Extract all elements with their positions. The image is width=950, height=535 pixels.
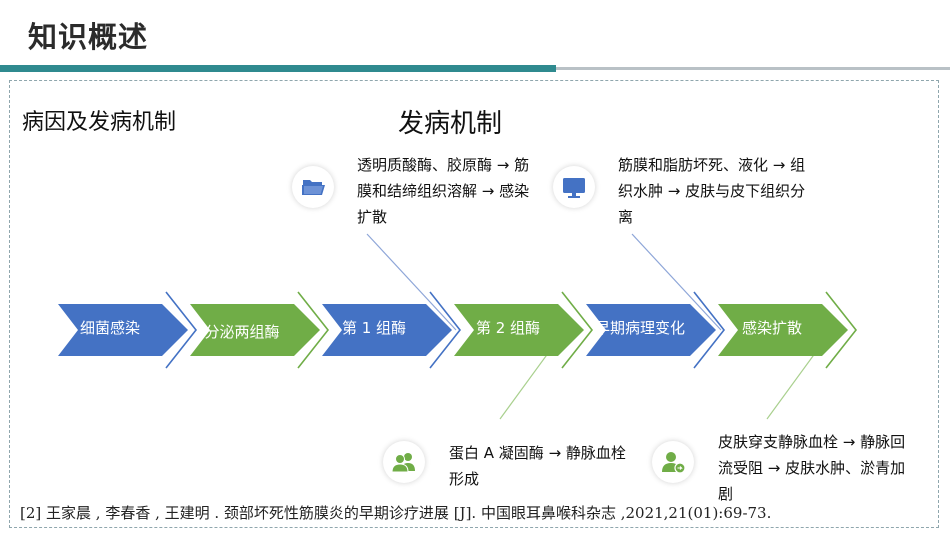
- chevron-stage-6: [718, 304, 848, 356]
- chevron-outline-3: [429, 291, 462, 369]
- description-2: 筋膜和脂肪坏死、液化 → 组织水肿 → 皮肤与皮下组织分离: [618, 156, 806, 226]
- description-1: 透明质酸酶、胶原酶 → 筋膜和结缔组织溶解 → 感染扩散: [357, 156, 530, 226]
- chevron-outline-6: [825, 291, 858, 369]
- chevron-outline-5: [693, 291, 726, 369]
- header-rule: [556, 67, 950, 70]
- stage-label-2: 分泌两组酶: [204, 322, 280, 341]
- chevron-stage-2: [190, 304, 320, 356]
- users-icon: [383, 441, 425, 483]
- chevron-stage-5: [586, 304, 716, 356]
- connector-line-2: [631, 233, 722, 331]
- user-transfer-icon: [652, 441, 694, 483]
- header-rule-accent: [0, 65, 556, 72]
- chevron-stage-1: [58, 304, 188, 356]
- diagram-title: 发病机制: [398, 109, 503, 139]
- connector-line-1: [366, 233, 457, 331]
- citation: [2] 王家晨 , 李春香 , 王建明 . 颈部坏死性筋膜炎的早期诊疗进展 [J…: [20, 504, 772, 522]
- chevron-stage-3: [322, 304, 452, 356]
- folder-icon: [292, 166, 334, 208]
- stage-label-6: 感染扩散: [741, 318, 802, 337]
- stage-label-4: 第 2 组酶: [475, 318, 541, 337]
- monitor-icon: [553, 166, 595, 208]
- description-4: 皮肤穿支静脉血栓 → 静脉回流受阻 → 皮肤水肿、淤青加剧: [718, 433, 906, 503]
- stage-label-5: 早期病理变化: [594, 318, 685, 337]
- description-3: 蛋白 A 凝固酶 → 静脉血栓形成: [449, 444, 626, 488]
- section-title: 病因及发病机制: [22, 110, 177, 135]
- content-frame: [9, 80, 939, 528]
- chevron-stage-4: [454, 304, 584, 356]
- chevron-outline-2: [297, 291, 330, 369]
- page-title: 知识概述: [28, 20, 149, 54]
- chevron-outline-4: [561, 291, 594, 369]
- stage-label-3: 第 1 组酶: [341, 318, 407, 337]
- chevron-outline-1: [165, 291, 198, 369]
- stage-label-1: 细菌感染: [79, 318, 140, 337]
